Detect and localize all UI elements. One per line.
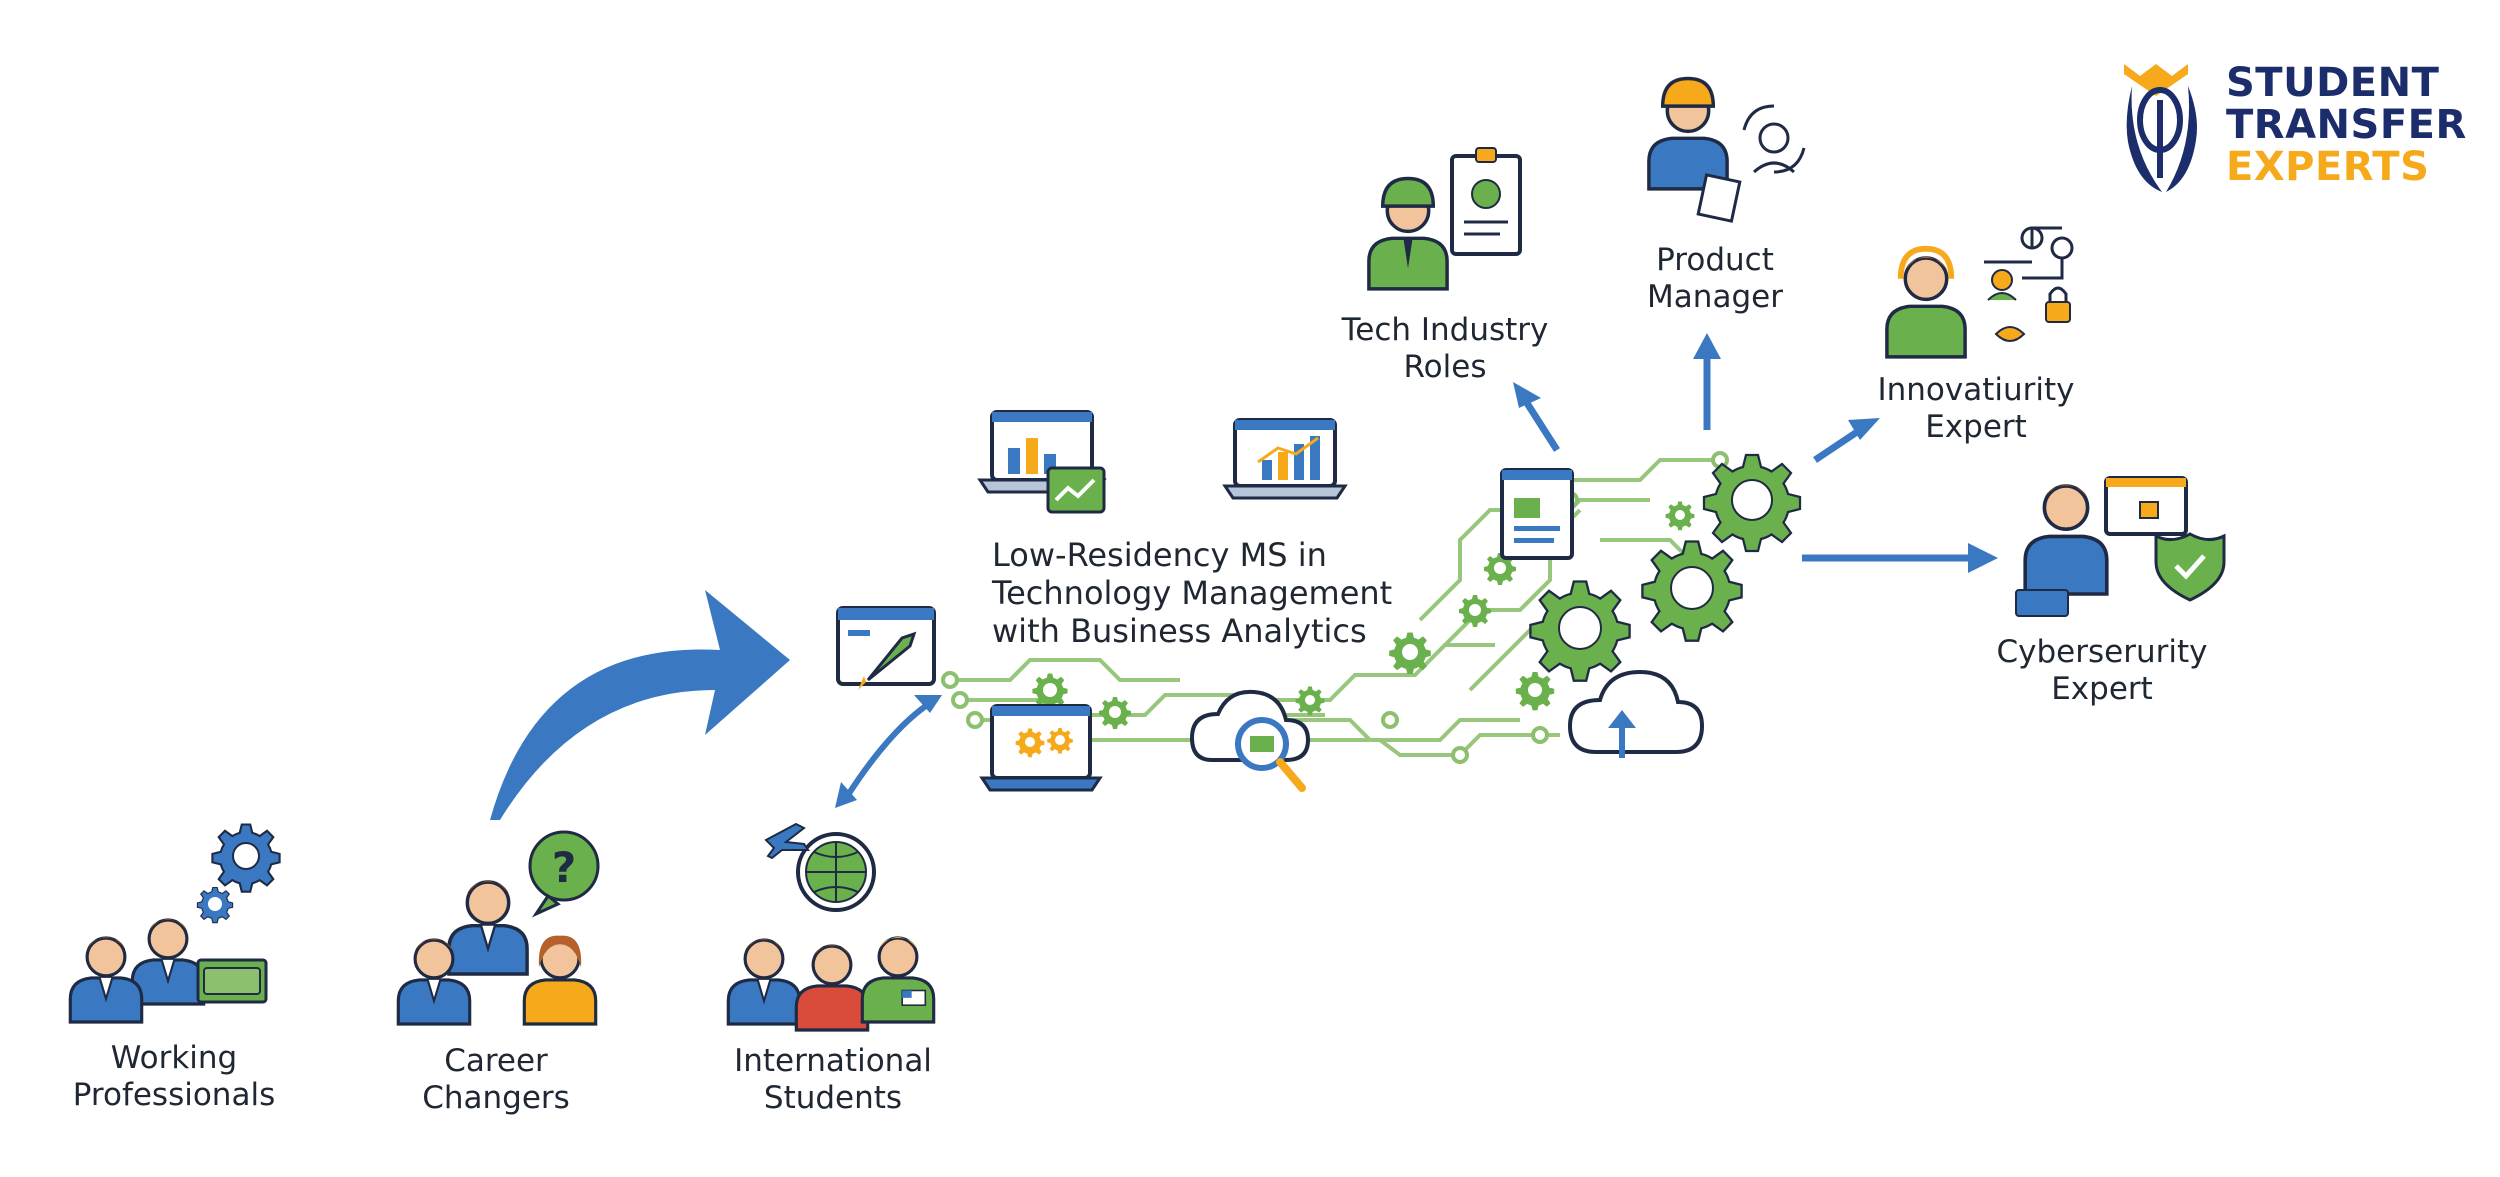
rocket-window-icon (836, 606, 936, 690)
career-label-line-1: Tech Industry (1341, 312, 1549, 348)
brand-line-1: STUDENT (2226, 60, 2440, 106)
career-label-line-2: Roles (1403, 349, 1487, 385)
career-label-line-2: Manager (1647, 279, 1783, 315)
progression-arrow-icon (490, 590, 790, 820)
double-arrow-icon (835, 695, 942, 808)
audience-label-line-2: Students (763, 1080, 903, 1116)
career-arrows (1513, 333, 1998, 573)
international-students-icon (726, 822, 936, 1032)
audience-label-line-1: Working (110, 1040, 238, 1076)
gears-laptop-icon (979, 704, 1103, 792)
career-label-tech-industry-roles: Tech Industry Roles (1342, 312, 1549, 386)
brand-logo[interactable]: STUDENT TRANSFER EXPERTS (2226, 62, 2467, 188)
working-professionals-icon (68, 823, 281, 1024)
audience-label-line-1: International (734, 1043, 932, 1079)
career-label-line-1: Product (1656, 242, 1774, 278)
product-manager-icon (1647, 76, 1806, 223)
career-label-line-1: Cyberserurity (1996, 634, 2208, 670)
program-title-line-2: Technology Management (992, 574, 1393, 612)
audience-label-line-2: Changers (422, 1080, 570, 1116)
career-label-line-2: Expert (2051, 671, 2153, 707)
audience-label-line-1: Career (444, 1043, 548, 1079)
innovation-expert-icon (1885, 226, 2074, 359)
cloud-search-icon (1189, 689, 1311, 792)
dashboard-laptop-icon (1222, 418, 1348, 500)
program-title-line-3: with Business Analytics (992, 612, 1367, 650)
logo-owl-icon (2124, 64, 2197, 192)
cloud-upload-icon (1567, 669, 1705, 758)
career-changers-icon: ? (396, 830, 600, 1026)
audience-label-international-students: International Students (734, 1043, 932, 1117)
career-label-line-1: Innovatiurity (1877, 372, 2075, 408)
document-screen-icon (1500, 468, 1574, 560)
audience-label-career-changers: Career Changers (422, 1043, 570, 1117)
svg-text:?: ? (552, 843, 576, 892)
brand-line-3: EXPERTS (2226, 144, 2430, 190)
career-label-product-manager: Product Manager (1647, 242, 1783, 316)
tech-industry-roles-icon (1367, 147, 1522, 291)
program-title-line-1: Low-Residency MS in (992, 536, 1327, 574)
cybersecurity-expert-icon (2015, 476, 2226, 617)
program-title: Low-Residency MS in Technology Managemen… (992, 536, 1392, 650)
brand-line-2: TRANSFER (2226, 102, 2467, 148)
career-label-innovation-expert: Innovatiurity Expert (1877, 372, 2074, 446)
audience-label-line-2: Professionals (72, 1077, 276, 1113)
career-label-cybersecurity-expert: Cyberserurity Expert (1997, 634, 2208, 708)
career-label-line-2: Expert (1925, 409, 2027, 445)
audience-label-working-professionals: Working Professionals (73, 1040, 275, 1114)
analytics-laptop-icon (977, 410, 1107, 514)
